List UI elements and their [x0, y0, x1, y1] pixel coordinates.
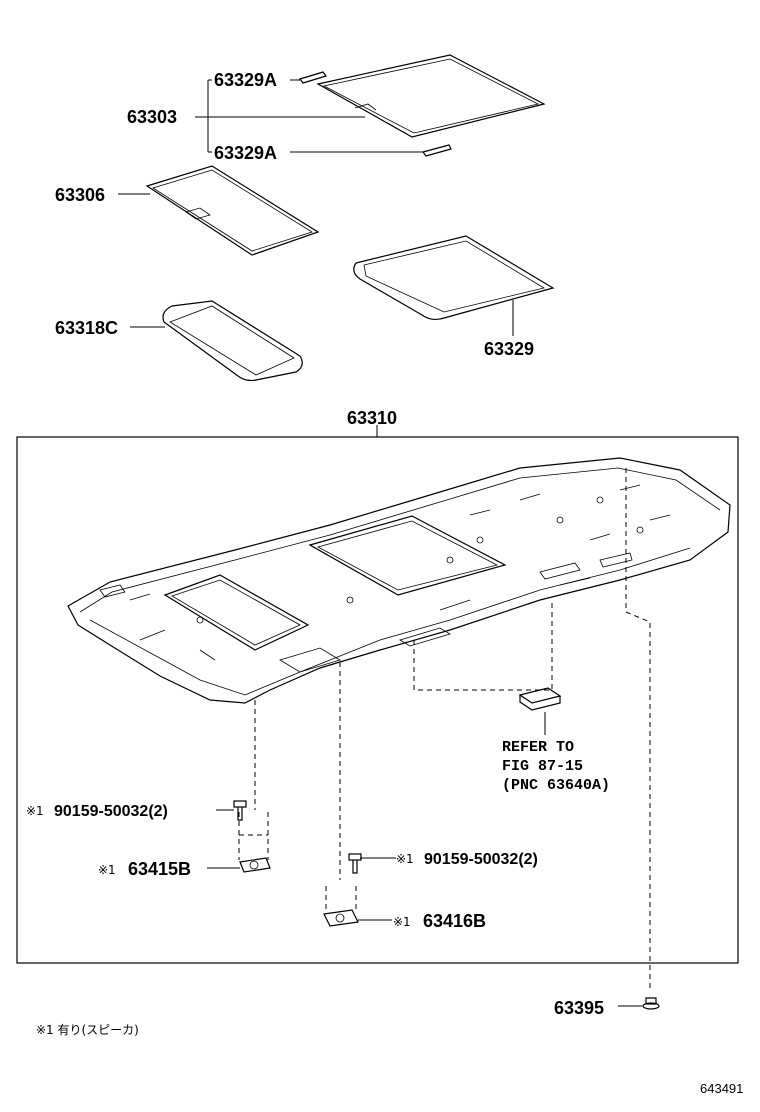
mark-1-a: ※1 [26, 804, 44, 818]
speaker-63416B[interactable] [323, 909, 359, 927]
label-63318C: 63318C [55, 318, 118, 338]
map-lamp-63640A[interactable] [518, 687, 562, 711]
label-63416B: 63416B [423, 911, 486, 931]
label-90159-right: 90159-50032(2) [424, 851, 538, 868]
screw-90159-right[interactable] [348, 853, 362, 874]
mark-1-b: ※1 [98, 863, 116, 877]
mark-1-d: ※1 [393, 915, 411, 929]
label-63303: 63303 [127, 107, 177, 127]
label-63329A-top: 63329A [214, 70, 277, 90]
clip-63395[interactable] [642, 997, 660, 1010]
mark-1-c: ※1 [396, 852, 414, 866]
headliner-frame-63310 [16, 436, 739, 964]
label-63329A-bottom: 63329A [214, 143, 277, 163]
headliner-63310[interactable] [67, 457, 731, 704]
screw-90159-left[interactable] [233, 800, 247, 821]
label-63415B: 63415B [128, 859, 191, 879]
clip-63329A-top[interactable] [299, 71, 327, 84]
weatherstrip-63329[interactable] [353, 235, 555, 321]
speaker-63415B[interactable] [239, 857, 271, 873]
ref-line-1: REFER TO [502, 739, 574, 756]
figure-number: 643491 [700, 1081, 743, 1096]
label-63306: 63306 [55, 185, 105, 205]
label-63329: 63329 [484, 339, 534, 359]
sunroof-glass-63303[interactable] [316, 54, 546, 138]
footnote: ※1 有り(スピーカ) [36, 1023, 139, 1037]
ref-line-2: FIG 87-15 [502, 758, 583, 775]
label-90159-left: 90159-50032(2) [54, 803, 168, 820]
clip-63329A-bottom[interactable] [421, 144, 452, 157]
trim-63318C[interactable] [162, 300, 303, 382]
label-63310: 63310 [347, 408, 397, 428]
ref-line-3: (PNC 63640A) [502, 777, 610, 794]
label-63395: 63395 [554, 998, 604, 1018]
sunshade-63306[interactable] [145, 165, 320, 256]
